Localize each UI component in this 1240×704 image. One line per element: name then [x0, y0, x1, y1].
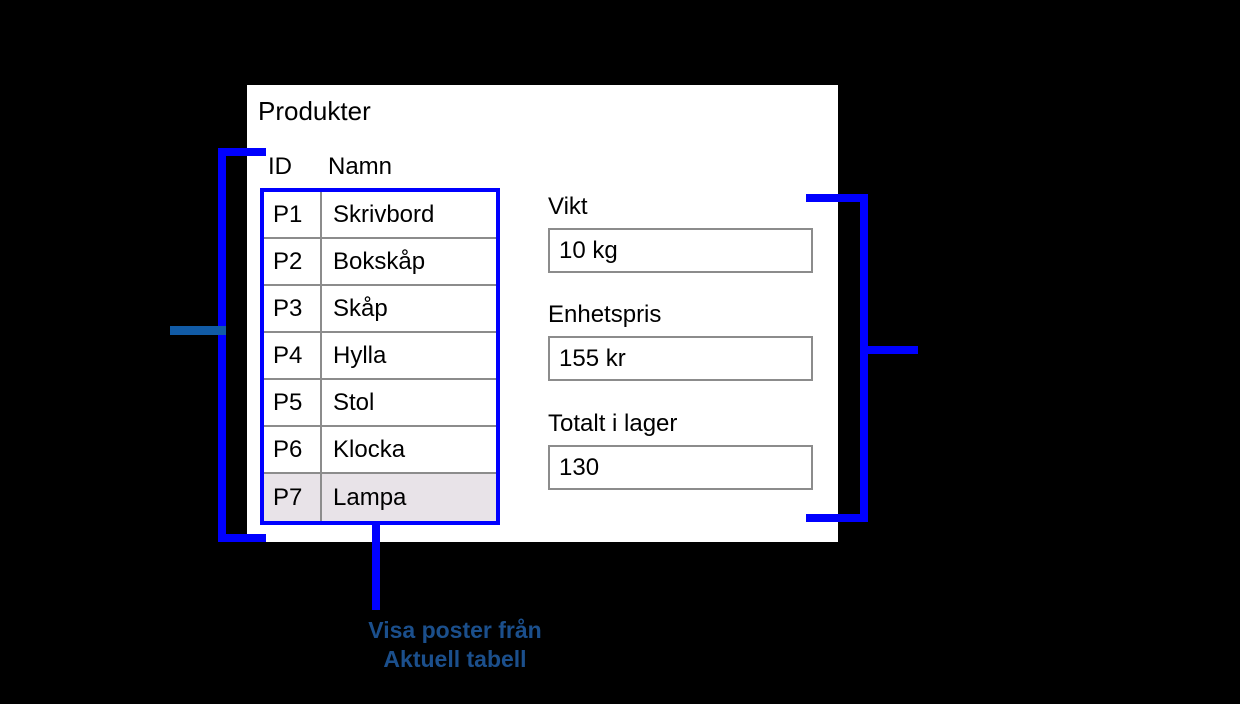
- field-group-enhetspris: Enhetspris 155 kr: [548, 301, 813, 381]
- cell-namn: Stol: [333, 388, 375, 416]
- grid-column-header-id: ID: [268, 153, 292, 180]
- annotation-caption-line-2: Aktuell tabell: [383, 646, 527, 672]
- field-group-vikt: Vikt 10 kg: [548, 193, 813, 273]
- cell-id: P3: [264, 286, 322, 331]
- field-input-enhetspris[interactable]: 155 kr: [548, 336, 813, 381]
- table-row[interactable]: P4 Hylla: [264, 333, 496, 380]
- left-bracket-bottom-arm: [218, 534, 266, 542]
- table-row[interactable]: P7 Lampa: [264, 474, 496, 521]
- cell-id: P1: [264, 192, 322, 237]
- table-row[interactable]: P5 Stol: [264, 380, 496, 427]
- cell-namn: Skrivbord: [333, 200, 435, 228]
- table-row[interactable]: P6 Klocka: [264, 427, 496, 474]
- page-title: Produkter: [258, 96, 371, 126]
- cell-namn: Bokskåp: [333, 247, 426, 275]
- field-input-totalt-i-lager[interactable]: 130: [548, 445, 813, 490]
- table-row[interactable]: P3 Skåp: [264, 286, 496, 333]
- annotation-caption-line-1: Visa poster från: [368, 617, 542, 643]
- cell-namn: Lampa: [333, 483, 407, 511]
- right-bracket-top-arm: [806, 194, 868, 202]
- table-row[interactable]: P2 Bokskåp: [264, 239, 496, 286]
- cell-id: P7: [264, 474, 322, 521]
- cell-namn: Klocka: [333, 435, 406, 463]
- cell-id: P5: [264, 380, 322, 425]
- right-bracket-spine: [860, 194, 868, 522]
- right-bracket-leader: [860, 346, 918, 354]
- cell-namn: Hylla: [333, 341, 387, 369]
- field-input-vikt[interactable]: 10 kg: [548, 228, 813, 273]
- left-bracket-top-arm: [218, 148, 266, 156]
- field-group-totalt-i-lager: Totalt i lager 130: [548, 410, 813, 490]
- right-bracket-bottom-arm: [806, 514, 868, 522]
- cell-id: P6: [264, 427, 322, 472]
- grid-column-header-namn: Namn: [328, 153, 393, 180]
- table-row[interactable]: P1 Skrivbord: [264, 192, 496, 239]
- left-bracket-leader: [170, 326, 226, 335]
- annotation-caption: Visa poster från Aktuell tabell: [240, 616, 670, 674]
- cell-id: P4: [264, 333, 322, 378]
- cell-namn: Skåp: [333, 294, 388, 322]
- grid-caption-leader-line: [372, 525, 380, 610]
- left-bracket-spine: [218, 148, 226, 542]
- field-label-enhetspris: Enhetspris: [548, 301, 662, 328]
- field-label-vikt: Vikt: [548, 193, 588, 220]
- cell-id: P2: [264, 239, 322, 284]
- field-label-totalt-i-lager: Totalt i lager: [548, 410, 678, 437]
